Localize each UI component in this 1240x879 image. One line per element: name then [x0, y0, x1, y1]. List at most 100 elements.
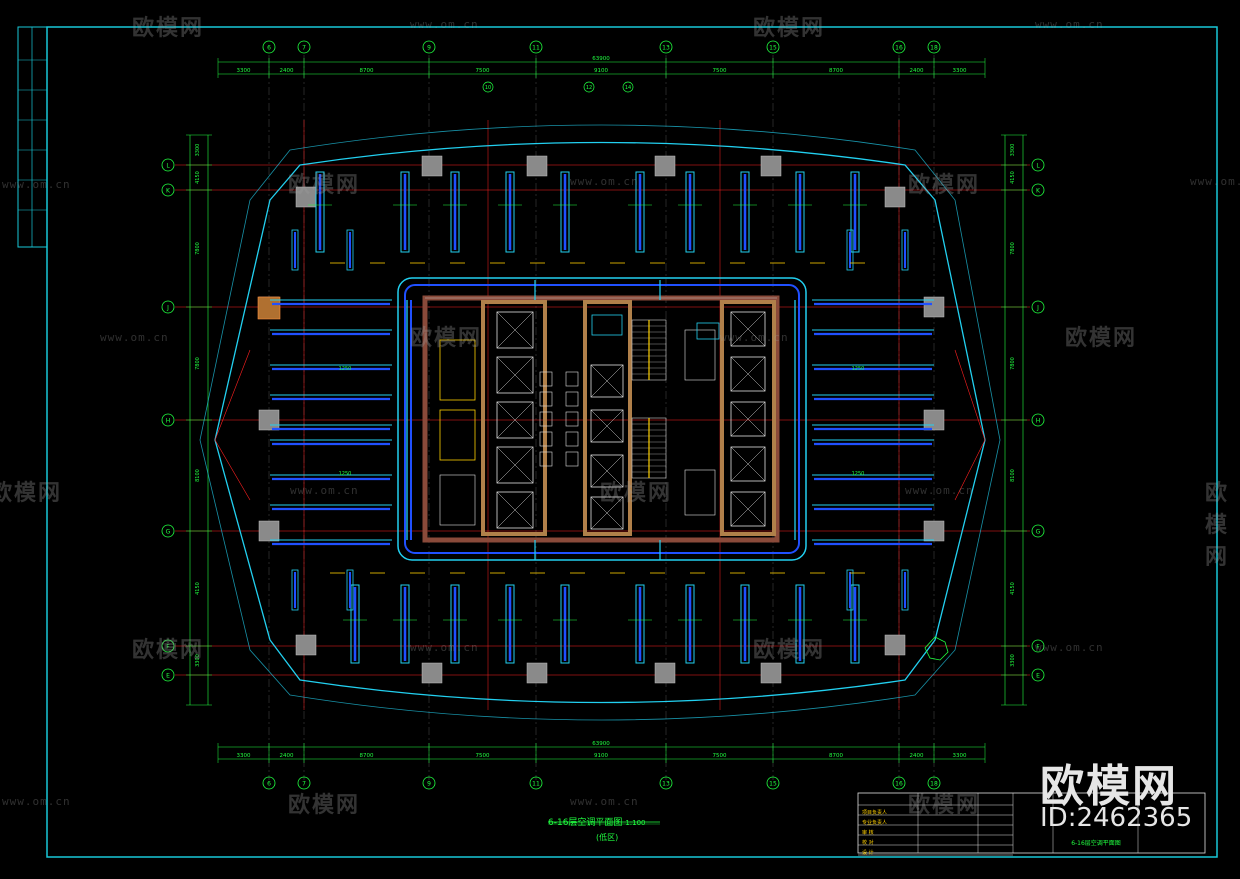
watermark-id: ID:2462365	[1040, 803, 1193, 833]
structural-column	[884, 186, 906, 208]
elevator-car	[730, 446, 766, 482]
grid-bubble	[529, 40, 543, 54]
toilet-stall	[539, 391, 553, 407]
equipment-room	[684, 329, 716, 381]
grid-bubble	[161, 300, 175, 314]
grid-bubble-label: 7	[302, 781, 306, 788]
grid-bubble-label: E	[166, 673, 170, 680]
watermark-url: www.om.cn	[905, 484, 974, 497]
fan-coil-unit	[560, 584, 570, 664]
watermark-brand: 欧模网	[753, 638, 826, 663]
grid-bubble-label: 12	[586, 85, 592, 91]
grid-bubble-label: 9	[427, 781, 431, 788]
elevator-cross	[730, 491, 766, 527]
elevator-cross	[590, 454, 624, 488]
grid-bubble	[766, 776, 780, 790]
grid-bubble-label: 11	[532, 781, 540, 788]
grid-bubble-label: K	[1036, 188, 1041, 195]
watermark-brand: 欧模网	[288, 793, 361, 818]
dimension-text: 4150	[1010, 171, 1016, 184]
fan-coil-unit	[740, 584, 750, 664]
grid-bubble-label: 10	[485, 85, 491, 91]
fan-coil-unit	[635, 584, 645, 664]
dimension-text: 7800	[195, 242, 201, 255]
grid-line-red	[954, 349, 986, 501]
grid-bubble-label: G	[1036, 529, 1041, 536]
watermark-brand: 欧模网	[753, 16, 826, 41]
dimension-text: 7500	[713, 68, 727, 74]
dimension-text: 3300	[195, 654, 201, 667]
grid-bubble-label: E	[1036, 673, 1040, 680]
elevator-cross	[730, 446, 766, 482]
watermark-brand: 欧模网	[908, 173, 981, 198]
binding-strip	[17, 26, 48, 248]
equipment-room	[684, 469, 716, 516]
toilet-stall	[565, 411, 579, 427]
fan-coil-unit	[400, 171, 410, 253]
grid-line-red	[214, 349, 251, 501]
elevator-car	[496, 491, 534, 529]
structural-column-highlight	[257, 296, 281, 320]
fan-coil-unit	[795, 584, 805, 664]
grid-bubble-label: H	[1036, 418, 1041, 425]
duct-size-label: 1250	[852, 471, 865, 477]
grid-bubble	[927, 776, 941, 790]
grid-bubble-label: 7	[302, 45, 306, 52]
structural-column	[258, 520, 280, 542]
toilet-stall	[565, 431, 579, 447]
structural-column	[923, 296, 945, 318]
watermark-brand: 欧模网	[132, 16, 205, 41]
dimension-text: 2400	[280, 753, 294, 759]
watermark-url: www.om.cn	[720, 331, 789, 344]
grid-bubble	[161, 158, 175, 172]
dimension-text: 3300	[953, 753, 967, 759]
grid-bubble-label: 15	[769, 45, 777, 52]
elevator-cross	[730, 311, 766, 347]
fan-coil-unit	[846, 229, 854, 271]
dimension-text: 8100	[195, 469, 201, 482]
toilet-stall	[539, 431, 553, 447]
fan-coil-unit	[740, 171, 750, 253]
structural-column	[526, 662, 548, 684]
fan-coil-unit	[685, 171, 695, 253]
dimension-text-overall: 63900	[592, 741, 610, 747]
watermark-brand: 欧模网	[0, 481, 63, 506]
grid-bubble	[529, 776, 543, 790]
grid-bubble	[1031, 183, 1045, 197]
dimension-text: 4150	[1010, 582, 1016, 595]
grid-bubble-inner	[622, 81, 634, 93]
fan-coil-unit	[850, 584, 860, 664]
elevator-car	[496, 401, 534, 439]
grid-bubble	[422, 40, 436, 54]
watermark-brand: 欧模网	[288, 173, 361, 198]
grid-bubble-label: 18	[930, 45, 938, 52]
fan-coil-unit	[291, 229, 299, 271]
elevator-car	[590, 496, 624, 530]
grid-bubble-label: 13	[662, 45, 670, 52]
watermark-url: www.om.cn	[1035, 641, 1104, 654]
title-block-label: 专业负责人	[862, 819, 887, 826]
dimension-text: 3300	[1010, 144, 1016, 157]
dimension-text: 3300	[953, 68, 967, 74]
equipment-room	[439, 339, 476, 401]
elevator-cross	[496, 446, 534, 484]
fan-coil-unit	[400, 584, 410, 664]
fan-coil-unit	[346, 569, 354, 611]
sheet-border	[46, 26, 1218, 858]
watermark-url: www.om.cn	[1035, 18, 1104, 31]
grid-bubble	[1031, 524, 1045, 538]
structural-column	[421, 662, 443, 684]
duct-size-label: 1250	[852, 366, 865, 372]
grid-bubble-label: 9	[427, 45, 431, 52]
grid-bubble	[892, 40, 906, 54]
grid-bubble-label: K	[166, 188, 171, 195]
title-block-label: 校 对	[862, 839, 874, 846]
elevator-car	[496, 311, 534, 349]
grid-bubble-label: 6	[267, 781, 271, 788]
toilet-stall	[565, 371, 579, 387]
fan-coil-unit	[901, 229, 909, 271]
fan-coil-unit	[346, 229, 354, 271]
grid-bubble	[1031, 158, 1045, 172]
watermark-url: www.om.cn	[2, 795, 71, 808]
duct-size-label: 1250	[339, 366, 352, 372]
